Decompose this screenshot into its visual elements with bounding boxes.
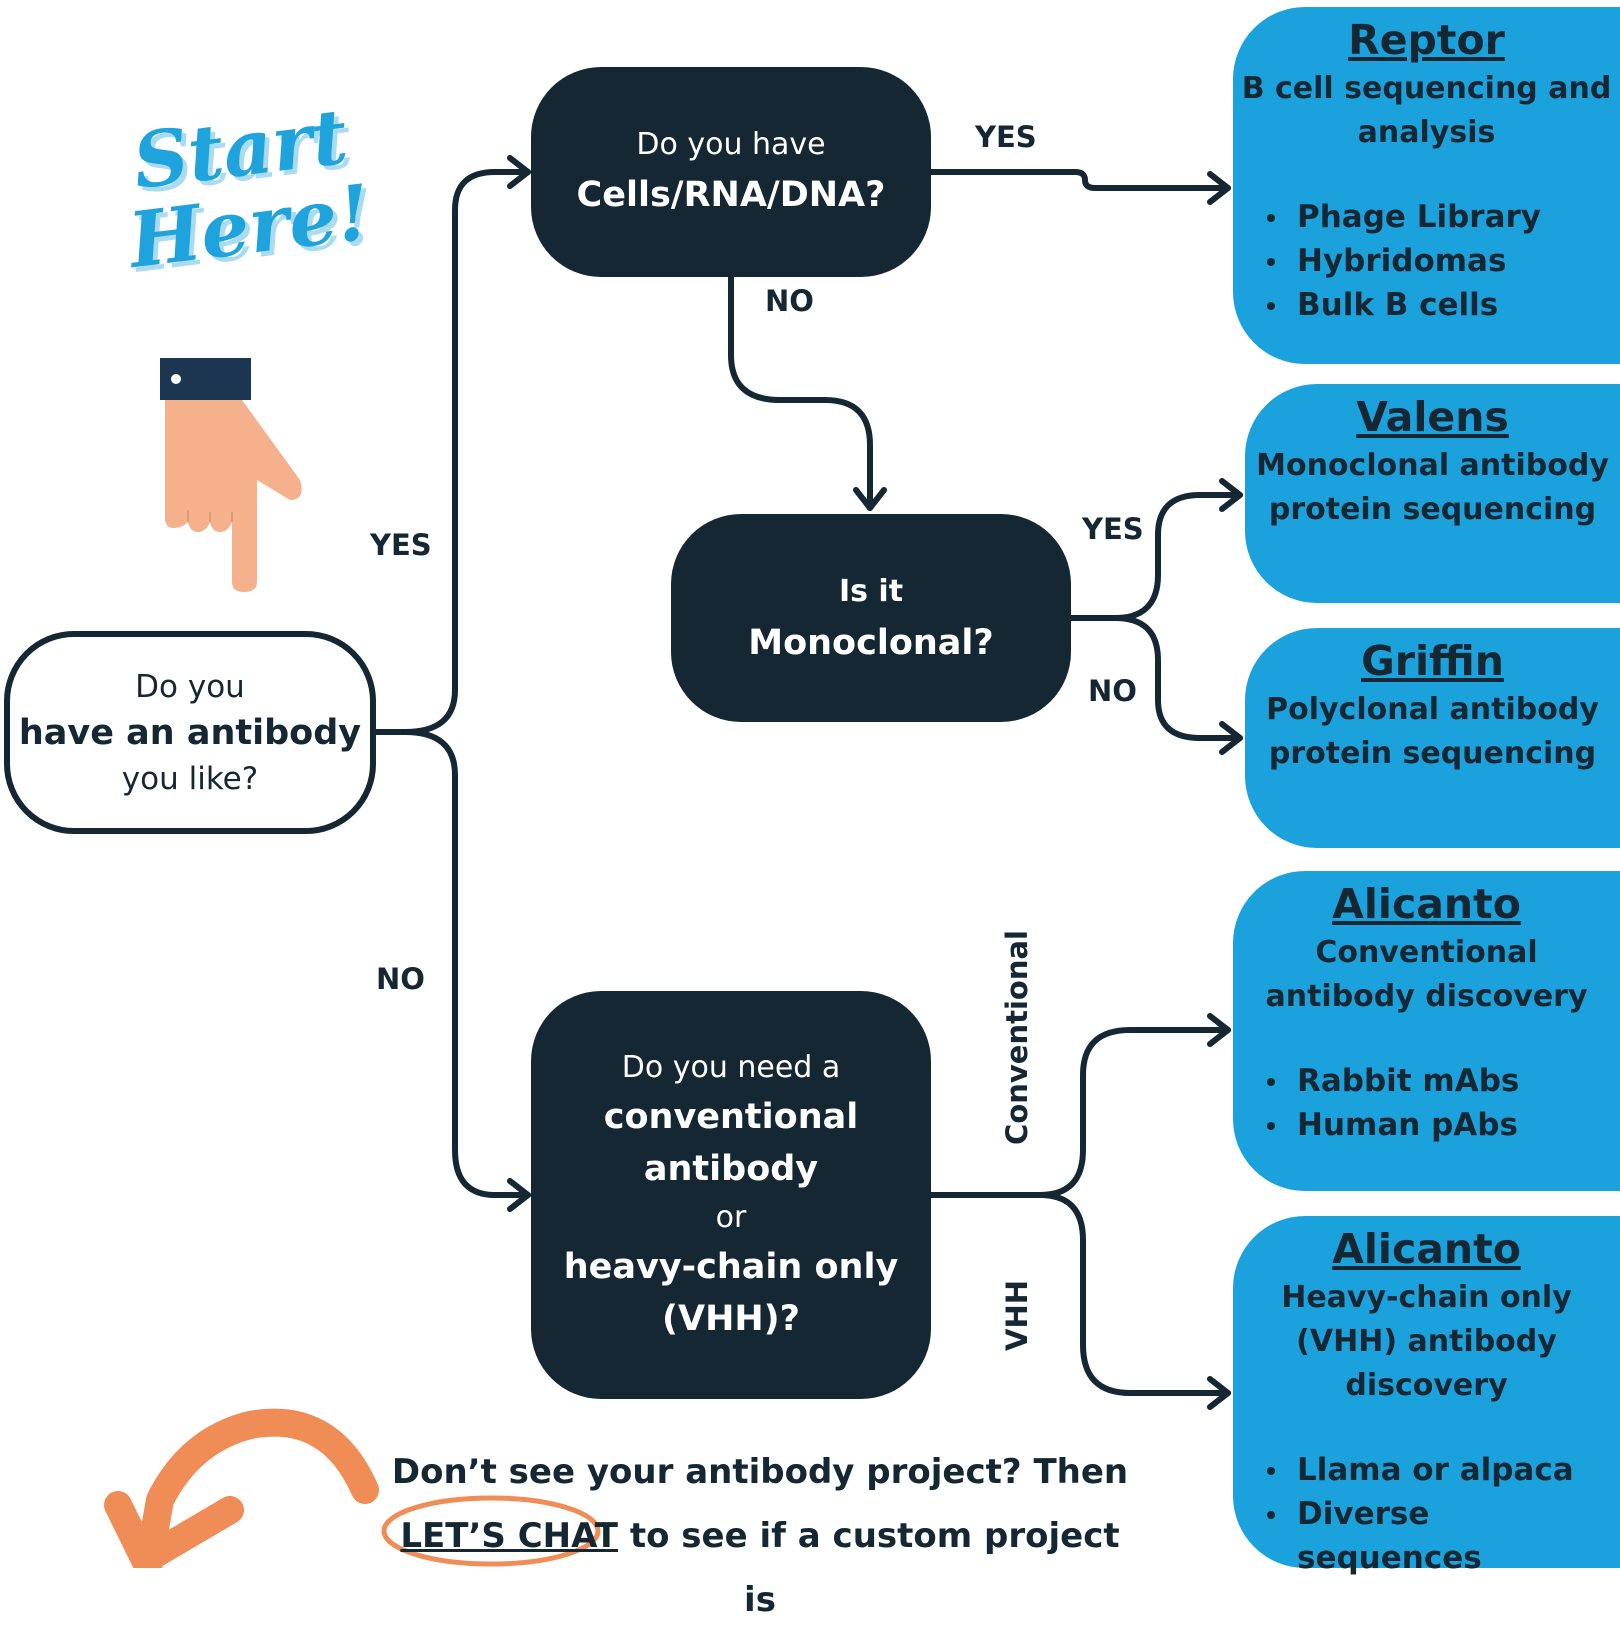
griffin-desc-line2: protein sequencing (1268, 736, 1597, 771)
list-item: Phage Library (1263, 195, 1620, 239)
type-question-line3: antibody (643, 1149, 819, 1189)
reptor-desc-line1: B cell sequencing and (1241, 71, 1612, 106)
valens-desc-line2: protein sequencing (1268, 492, 1597, 527)
start-question-line1: Do you (135, 668, 245, 705)
list-item: Llama or alpaca (1263, 1448, 1620, 1492)
type-question-line2: conventional (603, 1097, 859, 1137)
alicanto-conventional-desc-line2: antibody discovery (1265, 979, 1588, 1014)
cells-question-node[interactable]: Do you have Cells/RNA/DNA? (531, 67, 931, 277)
product-alicanto-vhh[interactable]: Alicanto Heavy-chain only (VHH) antibody… (1233, 1216, 1620, 1576)
edge-label-vhh: VHH (1000, 1280, 1034, 1351)
product-valens[interactable]: Valens Monoclonal antibody protein seque… (1245, 384, 1620, 603)
footer-line2-rest: to see if a custom project is (618, 1516, 1120, 1620)
edge-start-trunk (373, 169, 531, 735)
alicanto-conventional-desc-line1: Conventional (1315, 935, 1538, 970)
start-question-line3: you like? (121, 760, 259, 797)
alicanto-vhh-desc-line3: discovery (1345, 1368, 1508, 1403)
list-item: Bulk B cells (1263, 283, 1620, 327)
edge-type-vhh (1037, 1192, 1231, 1396)
alicanto-conventional-bullet-list: Rabbit mAbs Human pAbs (1233, 1059, 1620, 1147)
edge-label-cells-yes: YES (975, 120, 1037, 154)
edge-label-conventional: Conventional (1000, 930, 1034, 1145)
edge-start-no (402, 729, 531, 1198)
alicanto-vhh-desc-line2: (VHH) antibody (1296, 1324, 1557, 1359)
start-question-line2: have an antibody (18, 712, 362, 753)
cells-question-line2: Cells/RNA/DNA? (576, 175, 886, 215)
edge-label-start-yes: YES (370, 528, 432, 562)
list-item: Hybridomas (1263, 239, 1620, 283)
alicanto-conventional-title-link[interactable]: Alicanto (1332, 880, 1521, 928)
valens-title-link[interactable]: Valens (1356, 393, 1509, 441)
type-question-line5: heavy-chain only (563, 1247, 899, 1287)
pointing-hand-icon (160, 358, 302, 592)
type-question-line4: or (715, 1200, 747, 1235)
edge-type-conventional (928, 1027, 1231, 1198)
start-here-badge: Start Here! (87, 92, 404, 286)
footer-cta: Don’t see your antibody project? Then LE… (380, 1440, 1140, 1632)
monoclonal-question-line2: Monoclonal? (748, 623, 994, 663)
product-alicanto-conventional[interactable]: Alicanto Conventional antibody discovery… (1233, 871, 1620, 1191)
lets-chat-link[interactable]: LET’S CHAT (400, 1516, 618, 1556)
reptor-title-link[interactable]: Reptor (1348, 16, 1505, 64)
edge-mono-yes (1068, 492, 1243, 621)
connector-lines (104, 155, 1243, 1568)
edge-cells-yes (928, 169, 1231, 191)
curved-arrow-icon (104, 1408, 601, 1568)
griffin-desc-line1: Polyclonal antibody (1266, 692, 1599, 727)
alicanto-vhh-bullet-list: Llama or alpaca Diverse sequences (1233, 1448, 1620, 1580)
footer-line1: Don’t see your antibody project? Then (391, 1452, 1129, 1492)
monoclonal-question-node[interactable]: Is it Monoclonal? (671, 514, 1071, 722)
edge-cells-no (728, 274, 873, 511)
start-question-node[interactable]: Do you have an antibody you like? (4, 631, 376, 834)
alicanto-vhh-title-link[interactable]: Alicanto (1332, 1225, 1521, 1273)
product-reptor[interactable]: Reptor B cell sequencing and analysis Ph… (1233, 7, 1620, 364)
product-griffin[interactable]: Griffin Polyclonal antibody protein sequ… (1245, 628, 1620, 848)
type-question-line1: Do you need a (621, 1050, 841, 1085)
list-item: Rabbit mAbs (1263, 1059, 1620, 1103)
monoclonal-question-line1: Is it (838, 574, 904, 609)
edge-label-start-no: NO (376, 962, 425, 996)
list-item: Human pAbs (1263, 1103, 1620, 1147)
footer-line2: LET’S CHAT to see if a custom project is (380, 1504, 1140, 1632)
type-question-line6: (VHH)? (662, 1299, 800, 1339)
valens-desc-line1: Monoclonal antibody (1256, 448, 1609, 483)
antibody-type-question-node[interactable]: Do you need a conventional antibody or h… (531, 991, 931, 1399)
reptor-desc-line2: analysis (1357, 115, 1496, 150)
reptor-bullet-list: Phage Library Hybridomas Bulk B cells (1233, 195, 1620, 327)
griffin-title-link[interactable]: Griffin (1361, 637, 1504, 685)
cells-question-line1: Do you have (636, 127, 826, 162)
edge-label-mono-no: NO (1088, 674, 1137, 708)
alicanto-vhh-desc-line1: Heavy-chain only (1281, 1280, 1572, 1315)
list-item: Diverse sequences (1263, 1492, 1620, 1580)
edge-mono-no (1112, 615, 1243, 741)
edge-label-cells-no: NO (765, 284, 814, 318)
edge-label-mono-yes: YES (1082, 512, 1144, 546)
